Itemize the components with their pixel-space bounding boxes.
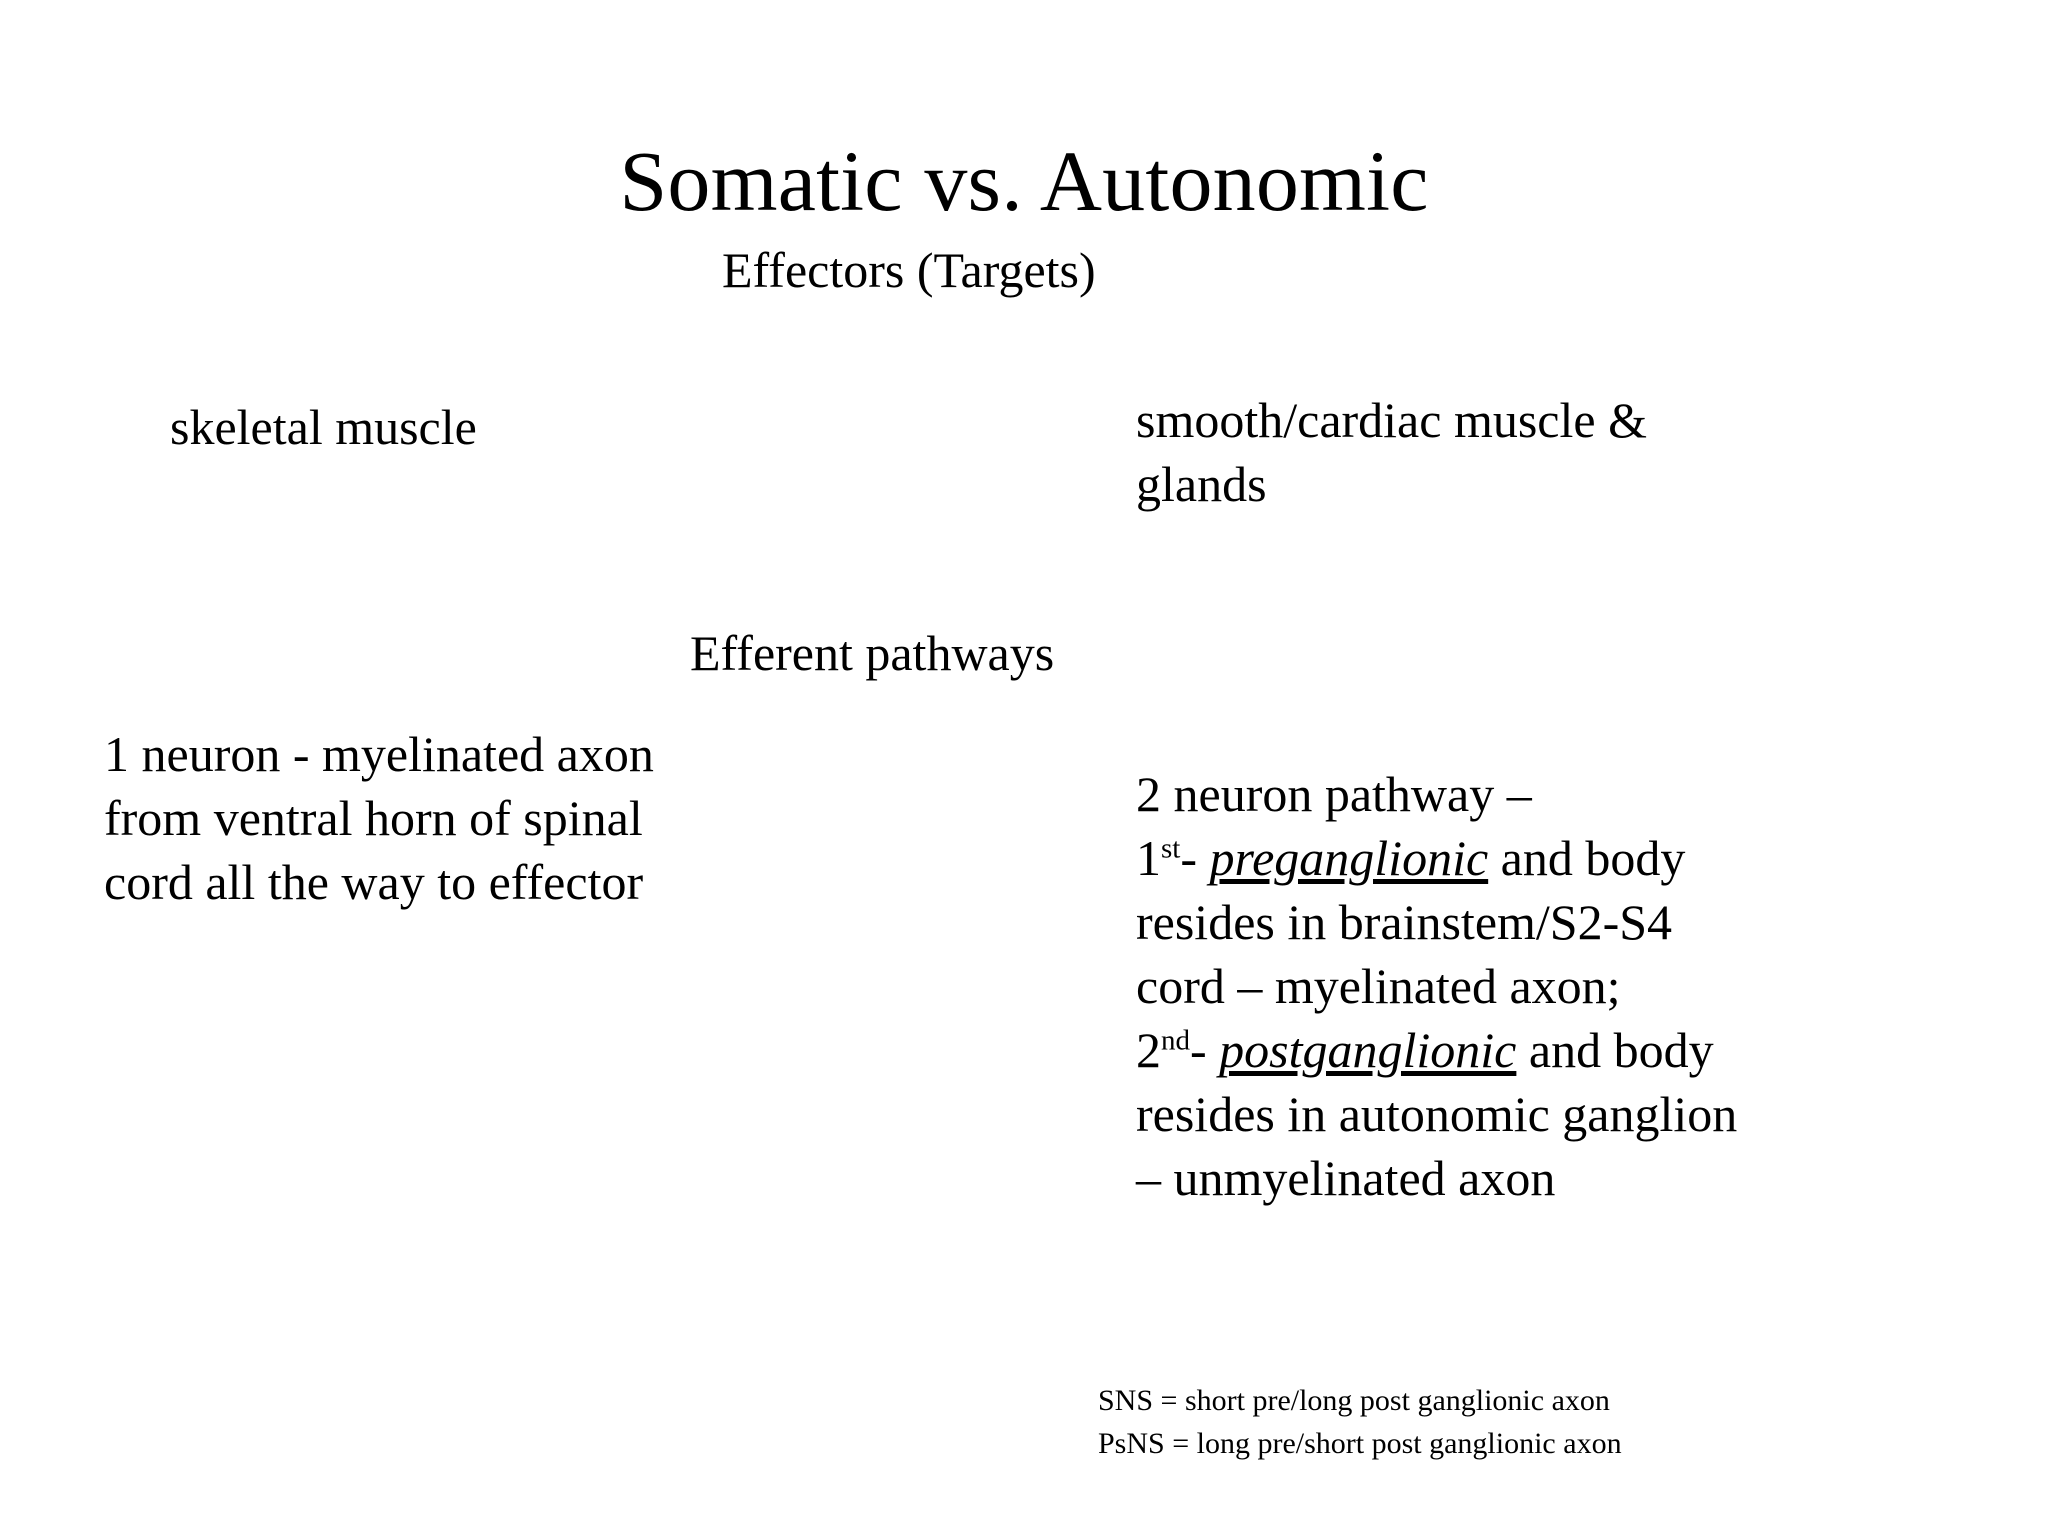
first-neuron-ordinal-suffix: st <box>1161 832 1181 865</box>
somatic-effector-text: skeletal muscle <box>170 395 770 459</box>
autonomic-effector-line-2: glands <box>1136 456 1267 512</box>
section-heading-effectors: Effectors (Targets) <box>722 242 1096 298</box>
section-heading-efferent-pathways: Efferent pathways <box>690 625 1055 681</box>
autonomic-pathway-line-5: 2nd- postganglionic and body <box>1136 1018 1966 1082</box>
autonomic-pathway-text: 2 neuron pathway – 1st- preganglionic an… <box>1136 762 1966 1210</box>
somatic-effector-line-1: skeletal muscle <box>170 399 477 455</box>
somatic-pathway-text: 1 neuron - myelinated axon from ventral … <box>104 722 904 914</box>
autonomic-pathway-line-6: resides in autonomic ganglion <box>1136 1086 1738 1142</box>
first-neuron-tail: and body <box>1488 830 1686 886</box>
autonomic-pathway-line-2: 1st- preganglionic and body <box>1136 826 1966 890</box>
second-neuron-tail: and body <box>1516 1022 1714 1078</box>
footnote-block: SNS = short pre/long post ganglionic axo… <box>1098 1380 1998 1465</box>
autonomic-pathway-line-4: cord – myelinated axon; <box>1136 958 1621 1014</box>
autonomic-pathway-line-1: 2 neuron pathway – <box>1136 766 1532 822</box>
autonomic-effector-text: smooth/cardiac muscle & glands <box>1136 388 1926 516</box>
first-neuron-dash: - <box>1180 830 1210 886</box>
second-neuron-ordinal-number: 2 <box>1136 1022 1161 1078</box>
somatic-pathway-line-1: 1 neuron - myelinated axon <box>104 726 654 782</box>
autonomic-effector-line-1: smooth/cardiac muscle & <box>1136 392 1647 448</box>
footnote-sns: SNS = short pre/long post ganglionic axo… <box>1098 1384 1610 1417</box>
autonomic-pathway-line-7: – unmyelinated axon <box>1136 1150 1556 1206</box>
somatic-pathway-line-3: cord all the way to effector <box>104 854 644 910</box>
somatic-pathway-line-2: from ventral horn of spinal <box>104 790 643 846</box>
footnote-psns: PsNS = long pre/short post ganglionic ax… <box>1098 1426 1622 1460</box>
first-neuron-ordinal-number: 1 <box>1136 830 1161 886</box>
postganglionic-term: postganglionic <box>1219 1022 1517 1078</box>
second-neuron-dash: - <box>1190 1022 1220 1078</box>
page-title: Somatic vs. Autonomic <box>619 132 1429 229</box>
autonomic-pathway-line-3: resides in brainstem/S2-S4 <box>1136 894 1673 950</box>
preganglionic-term: preganglionic <box>1209 830 1489 886</box>
second-neuron-ordinal-suffix: nd <box>1161 1024 1190 1057</box>
